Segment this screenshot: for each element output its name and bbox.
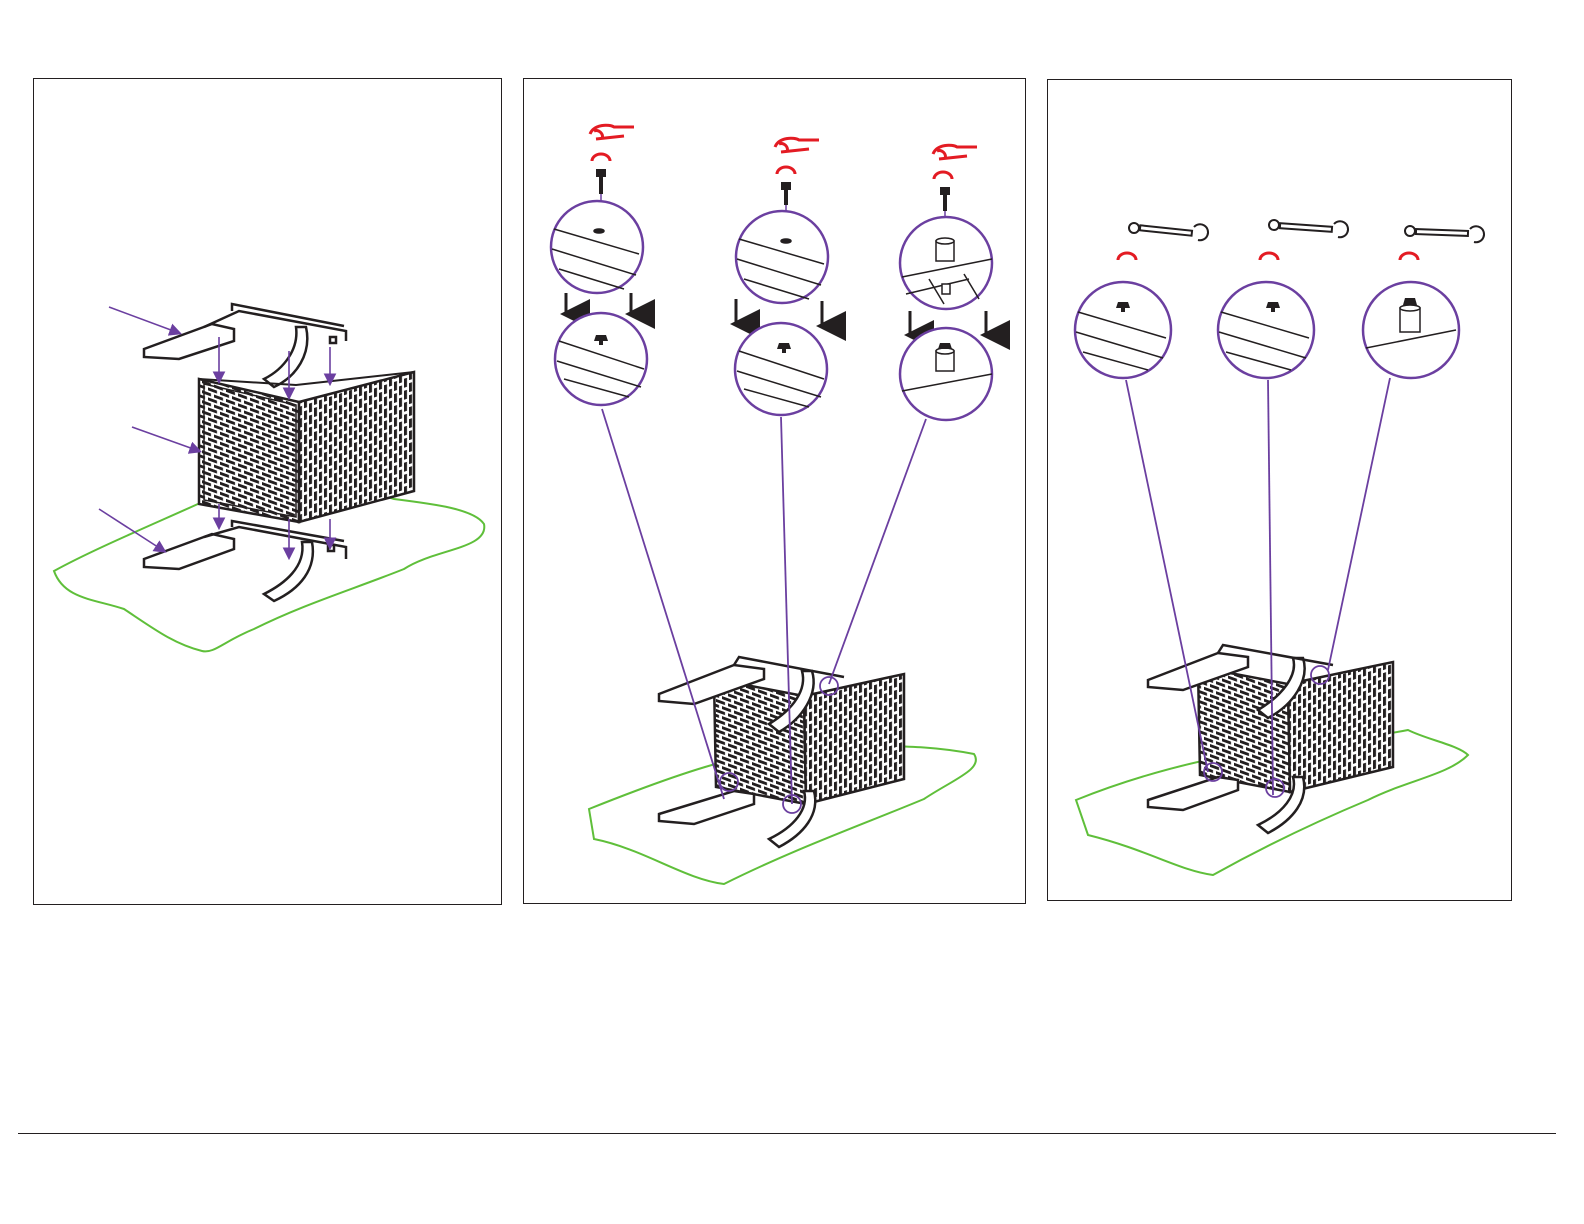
step-3-panel: [1047, 79, 1512, 901]
chair-assembled: [659, 657, 904, 847]
callout-left: [551, 125, 647, 405]
callout-left: [1075, 223, 1208, 378]
callout-right: [1363, 226, 1484, 378]
wrench-icon: [1129, 223, 1208, 240]
footer-rule: [18, 1133, 1556, 1134]
callout-right: [900, 145, 992, 420]
step-2-illustration: [524, 79, 1027, 905]
step-2-panel: [523, 78, 1026, 904]
upper-frame: [144, 304, 346, 387]
step-1-panel: [33, 78, 502, 905]
magnifier-callout-icon: [551, 201, 643, 293]
callout-middle: [735, 138, 828, 415]
rotate-clockwise-icon: [1118, 253, 1136, 260]
seat: [199, 372, 414, 522]
magnifier-callout-icon: [900, 217, 992, 309]
rotate-clockwise-icon: [777, 167, 795, 174]
hand-tighten-icon: [590, 125, 634, 139]
wrench-icon: [1405, 226, 1484, 242]
step-1-illustration: [34, 79, 503, 906]
rotate-clockwise-icon: [1260, 253, 1278, 260]
step-3-illustration: [1048, 80, 1513, 902]
wrench-icon: [1269, 220, 1348, 237]
hand-tighten-icon: [933, 145, 977, 159]
lower-frame: [144, 521, 346, 601]
callout-middle: [1218, 220, 1348, 378]
rotate-clockwise-icon: [934, 172, 952, 179]
rotate-clockwise-icon: [1400, 253, 1418, 260]
rotate-clockwise-icon: [592, 154, 610, 161]
magnifier-callout-icon: [736, 211, 828, 303]
hand-tighten-icon: [775, 138, 819, 152]
